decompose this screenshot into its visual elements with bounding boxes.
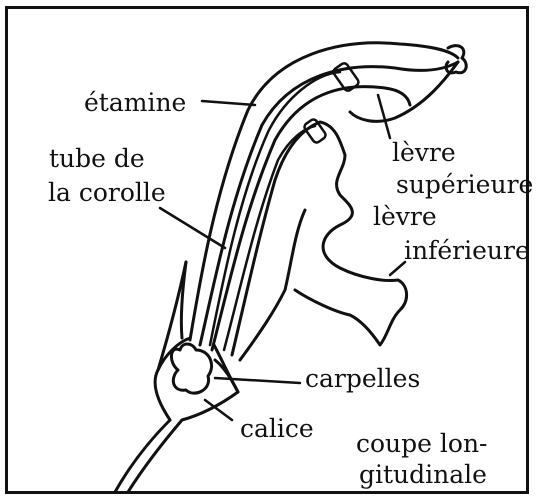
inner-tube-wall (232, 180, 305, 360)
leader-levre-superieure (378, 95, 390, 138)
leader-carpelles (215, 378, 300, 383)
label-levre-inf-line1: lèvre (373, 204, 437, 229)
label-calice: calice (240, 416, 314, 441)
lower-lip (275, 122, 407, 345)
leader-etamine (202, 101, 255, 105)
label-levre-sup-line1: lèvre (392, 140, 456, 165)
label-tube-line2: la corolle (48, 180, 166, 205)
carpels (171, 344, 211, 393)
label-levre-inf-line2: inférieure (404, 238, 530, 263)
label-etamine: étamine (84, 90, 186, 115)
label-tube-line1: tube de (49, 146, 145, 171)
leader-levre-inferieure (390, 262, 405, 275)
stem (115, 420, 182, 492)
label-levre-sup-line2: supérieure (396, 172, 533, 197)
label-carpelles: carpelles (305, 366, 420, 391)
label-coupe-line2: gitudinale (359, 462, 487, 487)
label-coupe-line1: coupe lon- (356, 431, 488, 456)
